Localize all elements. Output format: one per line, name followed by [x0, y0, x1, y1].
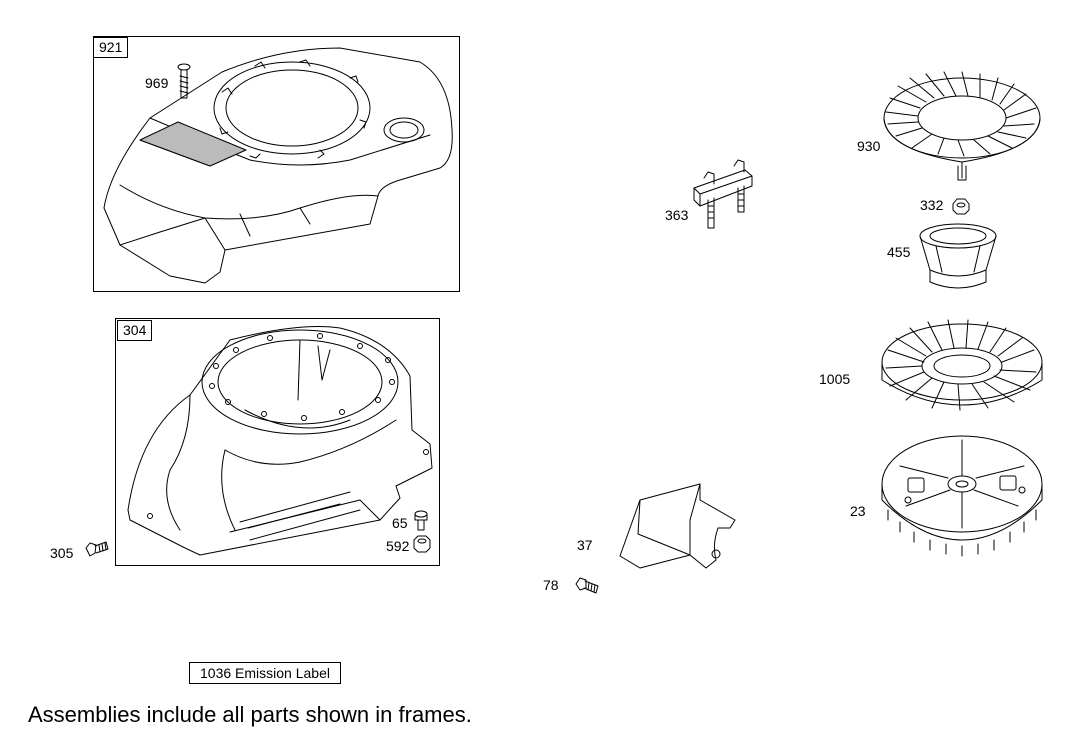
callout-78: 78 — [543, 577, 559, 593]
footer-note: Assemblies include all parts shown in fr… — [28, 702, 472, 727]
emission-label-box: 1036 Emission Label — [189, 662, 341, 684]
fan-1005-drawing — [881, 319, 1043, 411]
flywheel-23-drawing — [881, 435, 1043, 557]
callout-332: 332 — [920, 197, 944, 213]
blower-housing-304-drawing — [127, 326, 433, 556]
screw-78-drawing — [575, 577, 599, 594]
screw-305-drawing — [85, 541, 109, 557]
callout-37: 37 — [577, 537, 593, 553]
callout-363: 363 — [665, 207, 689, 223]
callout-930: 930 — [857, 138, 881, 154]
frame-tag-921: 921 — [93, 37, 129, 58]
assembly-frame-921 — [93, 36, 460, 292]
baffle-37-drawing — [619, 483, 736, 569]
nut-332-drawing — [952, 198, 970, 215]
blower-cover-921-drawing — [103, 47, 453, 284]
bolt-65-drawing — [414, 510, 428, 531]
callout-23: 23 — [850, 503, 866, 519]
callout-305: 305 — [50, 545, 74, 561]
callout-455: 455 — [887, 244, 911, 260]
bracket-363-drawing — [693, 159, 753, 229]
cup-455-drawing — [919, 223, 997, 289]
callout-969: 969 — [145, 75, 169, 91]
callout-592: 592 — [386, 538, 410, 554]
screen-930-drawing — [883, 71, 1041, 181]
screw-969-drawing — [177, 63, 191, 99]
callout-1005: 1005 — [819, 371, 851, 387]
frame-tag-304: 304 — [117, 320, 153, 341]
assembly-frame-304 — [115, 318, 440, 566]
callout-65: 65 — [392, 515, 408, 531]
nut-592-drawing — [413, 535, 431, 553]
